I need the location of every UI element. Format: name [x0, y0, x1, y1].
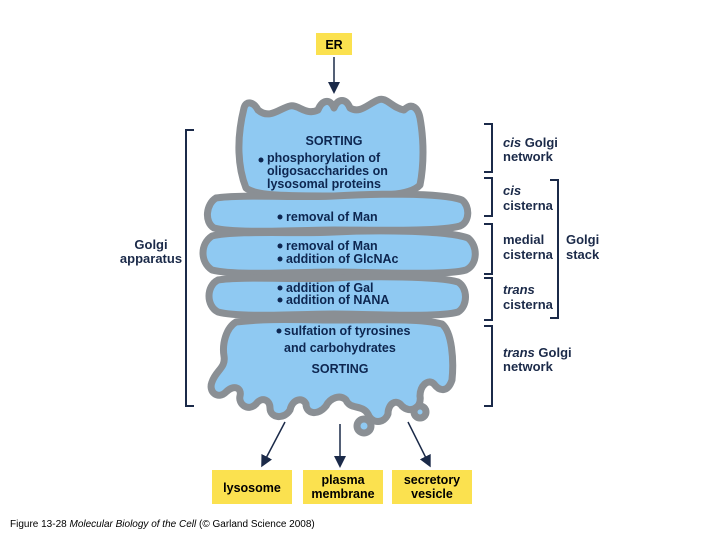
golgi-stack-label: Golgi [566, 232, 599, 247]
plasma-membrane-label: plasma [321, 473, 365, 487]
arrow-to-lysosome [261, 421, 286, 468]
lysosome-label: lysosome [223, 481, 281, 495]
process-line: oligosaccharides on [267, 164, 388, 178]
medial-cisterna-bracket [484, 223, 493, 275]
trans-cisterna [205, 273, 469, 319]
er-label: ER [325, 38, 342, 52]
figure-caption: Figure 13-28 Molecular Biology of the Ce… [10, 519, 315, 530]
sorting-label-top: SORTING [306, 134, 363, 148]
cis-golgi-network-bracket [484, 123, 493, 173]
caption-prefix: Figure 13-28 [10, 519, 70, 530]
bullet [277, 256, 283, 262]
bullet [277, 285, 283, 291]
sorting-label-bottom: SORTING [312, 362, 369, 376]
trans-golgi-network-bracket [484, 325, 493, 407]
process-line: removal of Man [286, 239, 378, 253]
bullet [277, 243, 283, 249]
arrow-to-secretory-vesicle [407, 421, 431, 468]
label-rest: Golgi [521, 135, 558, 150]
golgi-stack-bracket [550, 179, 559, 319]
trans-golgi-network-cisterna [207, 316, 457, 425]
caption-suffix: (© Garland Science 2008) [196, 519, 315, 530]
cis-golgi-network-label-line2: network [503, 149, 554, 164]
bullet [277, 214, 283, 220]
cis-cisterna-label: cis [503, 183, 521, 198]
caption-title: Molecular Biology of the Cell [69, 519, 197, 530]
cis-golgi-network-label: cis Golgi [503, 135, 558, 150]
bullet [258, 157, 264, 163]
label-rest: Golgi [535, 345, 572, 360]
medial-cisterna [199, 227, 479, 277]
golgi-apparatus-bracket [185, 129, 194, 407]
label-italic: trans [503, 345, 535, 360]
secretory-vesicle-bud [410, 402, 430, 422]
golgi-apparatus-label: Golgi [134, 237, 167, 252]
bullet [276, 328, 282, 334]
trans-cisterna-bracket [484, 277, 493, 321]
process-line: phosphorylation of [267, 151, 381, 165]
secretory-vesicle-label-line2: vesicle [411, 487, 453, 501]
medial-cisterna-label-line2: cisterna [503, 247, 554, 262]
golgi-stack-label-line2: stack [566, 247, 600, 262]
label-italic: cis [503, 135, 521, 150]
process-line: addition of NANA [286, 293, 389, 307]
process-line: lysosomal proteins [267, 177, 381, 191]
trans-golgi-network-label: trans Golgi [503, 345, 572, 360]
cis-cisterna [204, 190, 472, 235]
cis-cisterna-bracket [484, 177, 493, 217]
cis-cisterna-label-line2: cisterna [503, 198, 554, 213]
process-line: removal of Man [286, 210, 378, 224]
secretory-vesicle-box: secretory vesicle [392, 470, 472, 504]
process-line: sulfation of tyrosines [284, 324, 410, 338]
medial-cisterna-label: medial [503, 232, 544, 247]
process-line: addition of Gal [286, 281, 374, 295]
trans-cisterna-label: trans [503, 282, 535, 297]
process-line: addition of GlcNAc [286, 252, 399, 266]
bullet [277, 297, 283, 303]
trans-golgi-network-label-line2: network [503, 359, 554, 374]
plasma-membrane-label-line2: membrane [311, 487, 374, 501]
process-line: and carbohydrates [284, 341, 396, 355]
plasma-membrane-box: plasma membrane [303, 470, 383, 504]
secretory-vesicle-bud [353, 415, 375, 437]
er-box: ER [316, 33, 352, 55]
secretory-vesicle-label: secretory [404, 473, 460, 487]
trans-cisterna-label-line2: cisterna [503, 297, 554, 312]
lysosome-box: lysosome [212, 470, 292, 504]
golgi-apparatus-label: apparatus [120, 251, 182, 266]
